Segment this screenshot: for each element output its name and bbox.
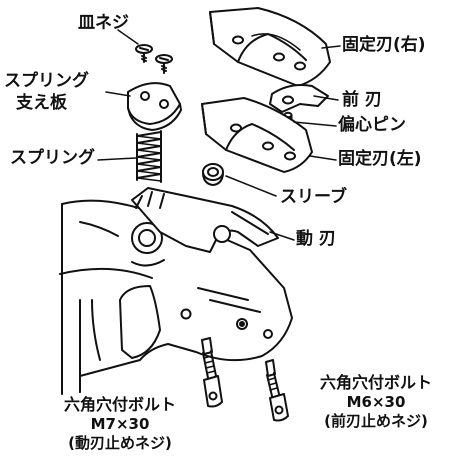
sleeve xyxy=(202,163,224,186)
flat-screw-left xyxy=(135,44,153,63)
label-moving-blade: 動 刃 xyxy=(296,229,336,249)
leader-lines xyxy=(97,29,341,241)
spring-support-plate xyxy=(127,82,182,131)
fixed-blade-left xyxy=(201,97,313,173)
front-blade xyxy=(269,84,329,113)
label-spring: スプリング xyxy=(10,148,95,168)
label-bolt-m6-line1: 六角穴付ボルト xyxy=(319,373,432,392)
bolt-m6x30 xyxy=(265,359,289,422)
bolt-m7x30 xyxy=(201,337,223,408)
label-bolt-m7-line2: M7×30 xyxy=(90,415,150,433)
label-fixed-blade-right: 固定刃(右) xyxy=(342,35,426,55)
label-sleeve: スリーブ xyxy=(280,187,347,207)
flat-screw-right xyxy=(155,54,173,74)
label-flat-screw: 皿ネジ xyxy=(78,13,129,33)
label-bolt-m7-line1: 六角穴付ボルト xyxy=(63,395,176,414)
moving-blade xyxy=(131,187,279,253)
label-bolt-m6-line3: (前刃止めネジ) xyxy=(324,412,428,430)
label-spring-support-plate-line2: 支え板 xyxy=(16,93,67,113)
label-front-blade: 前 刃 xyxy=(342,90,382,110)
label-fixed-blade-left: 固定刃(左) xyxy=(338,149,422,169)
tool-body xyxy=(59,199,293,395)
fixed-blade-right xyxy=(209,7,331,87)
label-bolt-m6-line2: M6×30 xyxy=(346,393,406,411)
label-spring-support-plate-line1: スプリング xyxy=(4,71,89,91)
label-bolt-m7-line3: (動刃止めネジ) xyxy=(68,434,172,452)
spring-coil xyxy=(136,130,162,183)
label-eccentric-pin: 偏心ピン xyxy=(338,115,406,135)
